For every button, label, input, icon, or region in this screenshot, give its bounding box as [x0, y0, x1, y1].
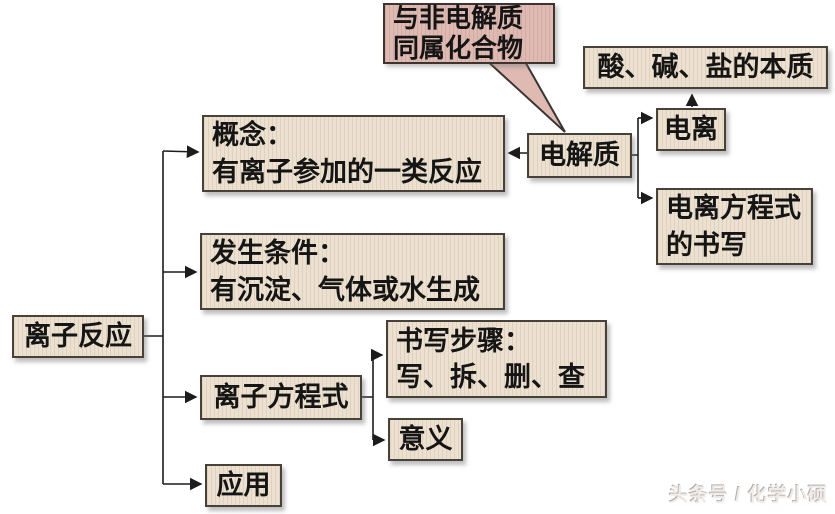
node-meaning: 意义 [388, 418, 463, 461]
node-acid-base-salt-essence: 酸、碱、盐的本质 [583, 46, 828, 89]
node-label: 酸、碱、盐的本质 [597, 52, 814, 83]
node-concept: 概念： 有离子参加的一类反应 [202, 115, 505, 192]
node-label: 离子方程式 [213, 382, 349, 413]
watermark: 头条号 / 化学小硕 [669, 485, 828, 506]
node-label: 应用 [216, 470, 271, 501]
node-label-line1: 发生条件： [210, 238, 345, 269]
node-occurrence-condition: 发生条件： 有沉淀、气体或水生成 [200, 233, 505, 310]
node-label: 意义 [398, 424, 453, 455]
node-label-line2: 的书写 [666, 229, 747, 260]
node-ionization: 电离 [656, 108, 726, 151]
node-ionic-reaction: 离子反应 [12, 315, 144, 358]
node-electrolyte: 电解质 [527, 133, 632, 178]
node-ionic-equation: 离子方程式 [200, 375, 362, 420]
callout-line2: 同属化合物 [393, 32, 524, 63]
node-application: 应用 [205, 464, 282, 507]
node-label: 电离 [664, 114, 718, 145]
node-label-line2: 有离子参加的一类反应 [212, 156, 482, 187]
callout-line1: 与非电解质 [393, 3, 524, 34]
node-label: 电解质 [539, 140, 620, 171]
node-label-line2: 写、拆、删、查 [396, 362, 585, 392]
node-writing-steps: 书写步骤： 写、拆、删、查 [386, 320, 607, 398]
node-ionization-equation-writing: 电离方程式 的书写 [656, 188, 813, 265]
node-label-line1: 概念： [212, 120, 293, 151]
callout-non-electrolyte: 与非电解质 同属化合物 [383, 3, 555, 64]
node-label: 离子反应 [24, 321, 132, 352]
node-label-line2: 有沉淀、气体或水生成 [210, 274, 480, 305]
node-label-line1: 书写步骤： [396, 325, 531, 356]
node-label-line1: 电离方程式 [666, 193, 801, 224]
